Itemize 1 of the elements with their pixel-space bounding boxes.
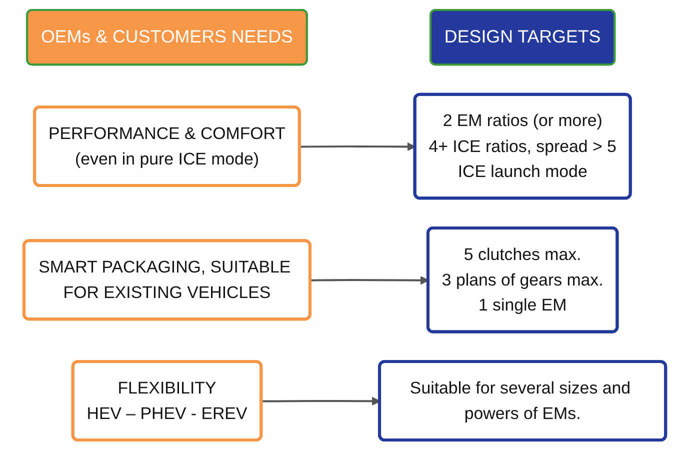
arrow: [300, 142, 416, 152]
